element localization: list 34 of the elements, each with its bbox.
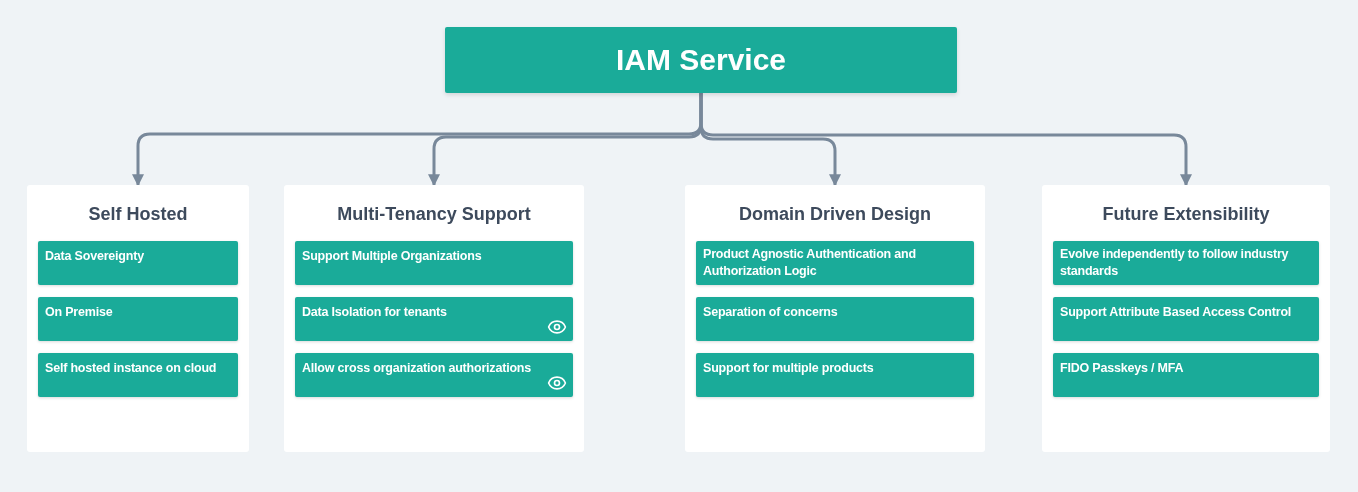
card-title: Self Hosted [88,203,188,225]
feature-box [295,297,573,341]
feature-box [38,241,238,285]
feature-box [696,241,974,285]
feature-box [696,353,974,397]
feature-box [38,297,238,341]
feature-label: Support Multiple Organizations [302,248,482,265]
feature-box [696,297,974,341]
feature-box [1053,353,1319,397]
category-card [1042,185,1330,452]
category-card [685,185,985,452]
feature-box [38,353,238,397]
feature-label: Separation of concerns [703,304,838,321]
feature-label: On Premise [45,304,113,321]
connector-arrow [699,93,1192,187]
category-card [27,185,249,452]
feature-label: Product Agnostic Authentication and Authorization Logic [703,246,917,280]
feature-label: Support Attribute Based Access Control [1060,304,1292,321]
feature-label: Support for multiple products [703,360,874,377]
feature-label: Allow cross organization authorizations [302,360,532,377]
feature-label: FIDO Passkeys / MFA [1060,360,1184,377]
feature-box [1053,241,1319,285]
card-title: Domain Driven Design [738,203,931,225]
feature-label: Evolve independently to follow industry standards [1060,246,1290,280]
category-card [284,185,584,452]
feature-label: Data Sovereignty [45,248,144,265]
feature-label: Data Isolation for tenants [302,304,447,321]
card-title: Multi-Tenancy Support [337,203,531,225]
feature-box [295,241,573,285]
feature-box [1053,297,1319,341]
service-box: IAM Service [445,27,957,93]
feature-label: Self hosted instance on cloud [45,360,217,377]
feature-box [295,353,573,397]
card-title: Future Extensibility [1102,203,1270,225]
